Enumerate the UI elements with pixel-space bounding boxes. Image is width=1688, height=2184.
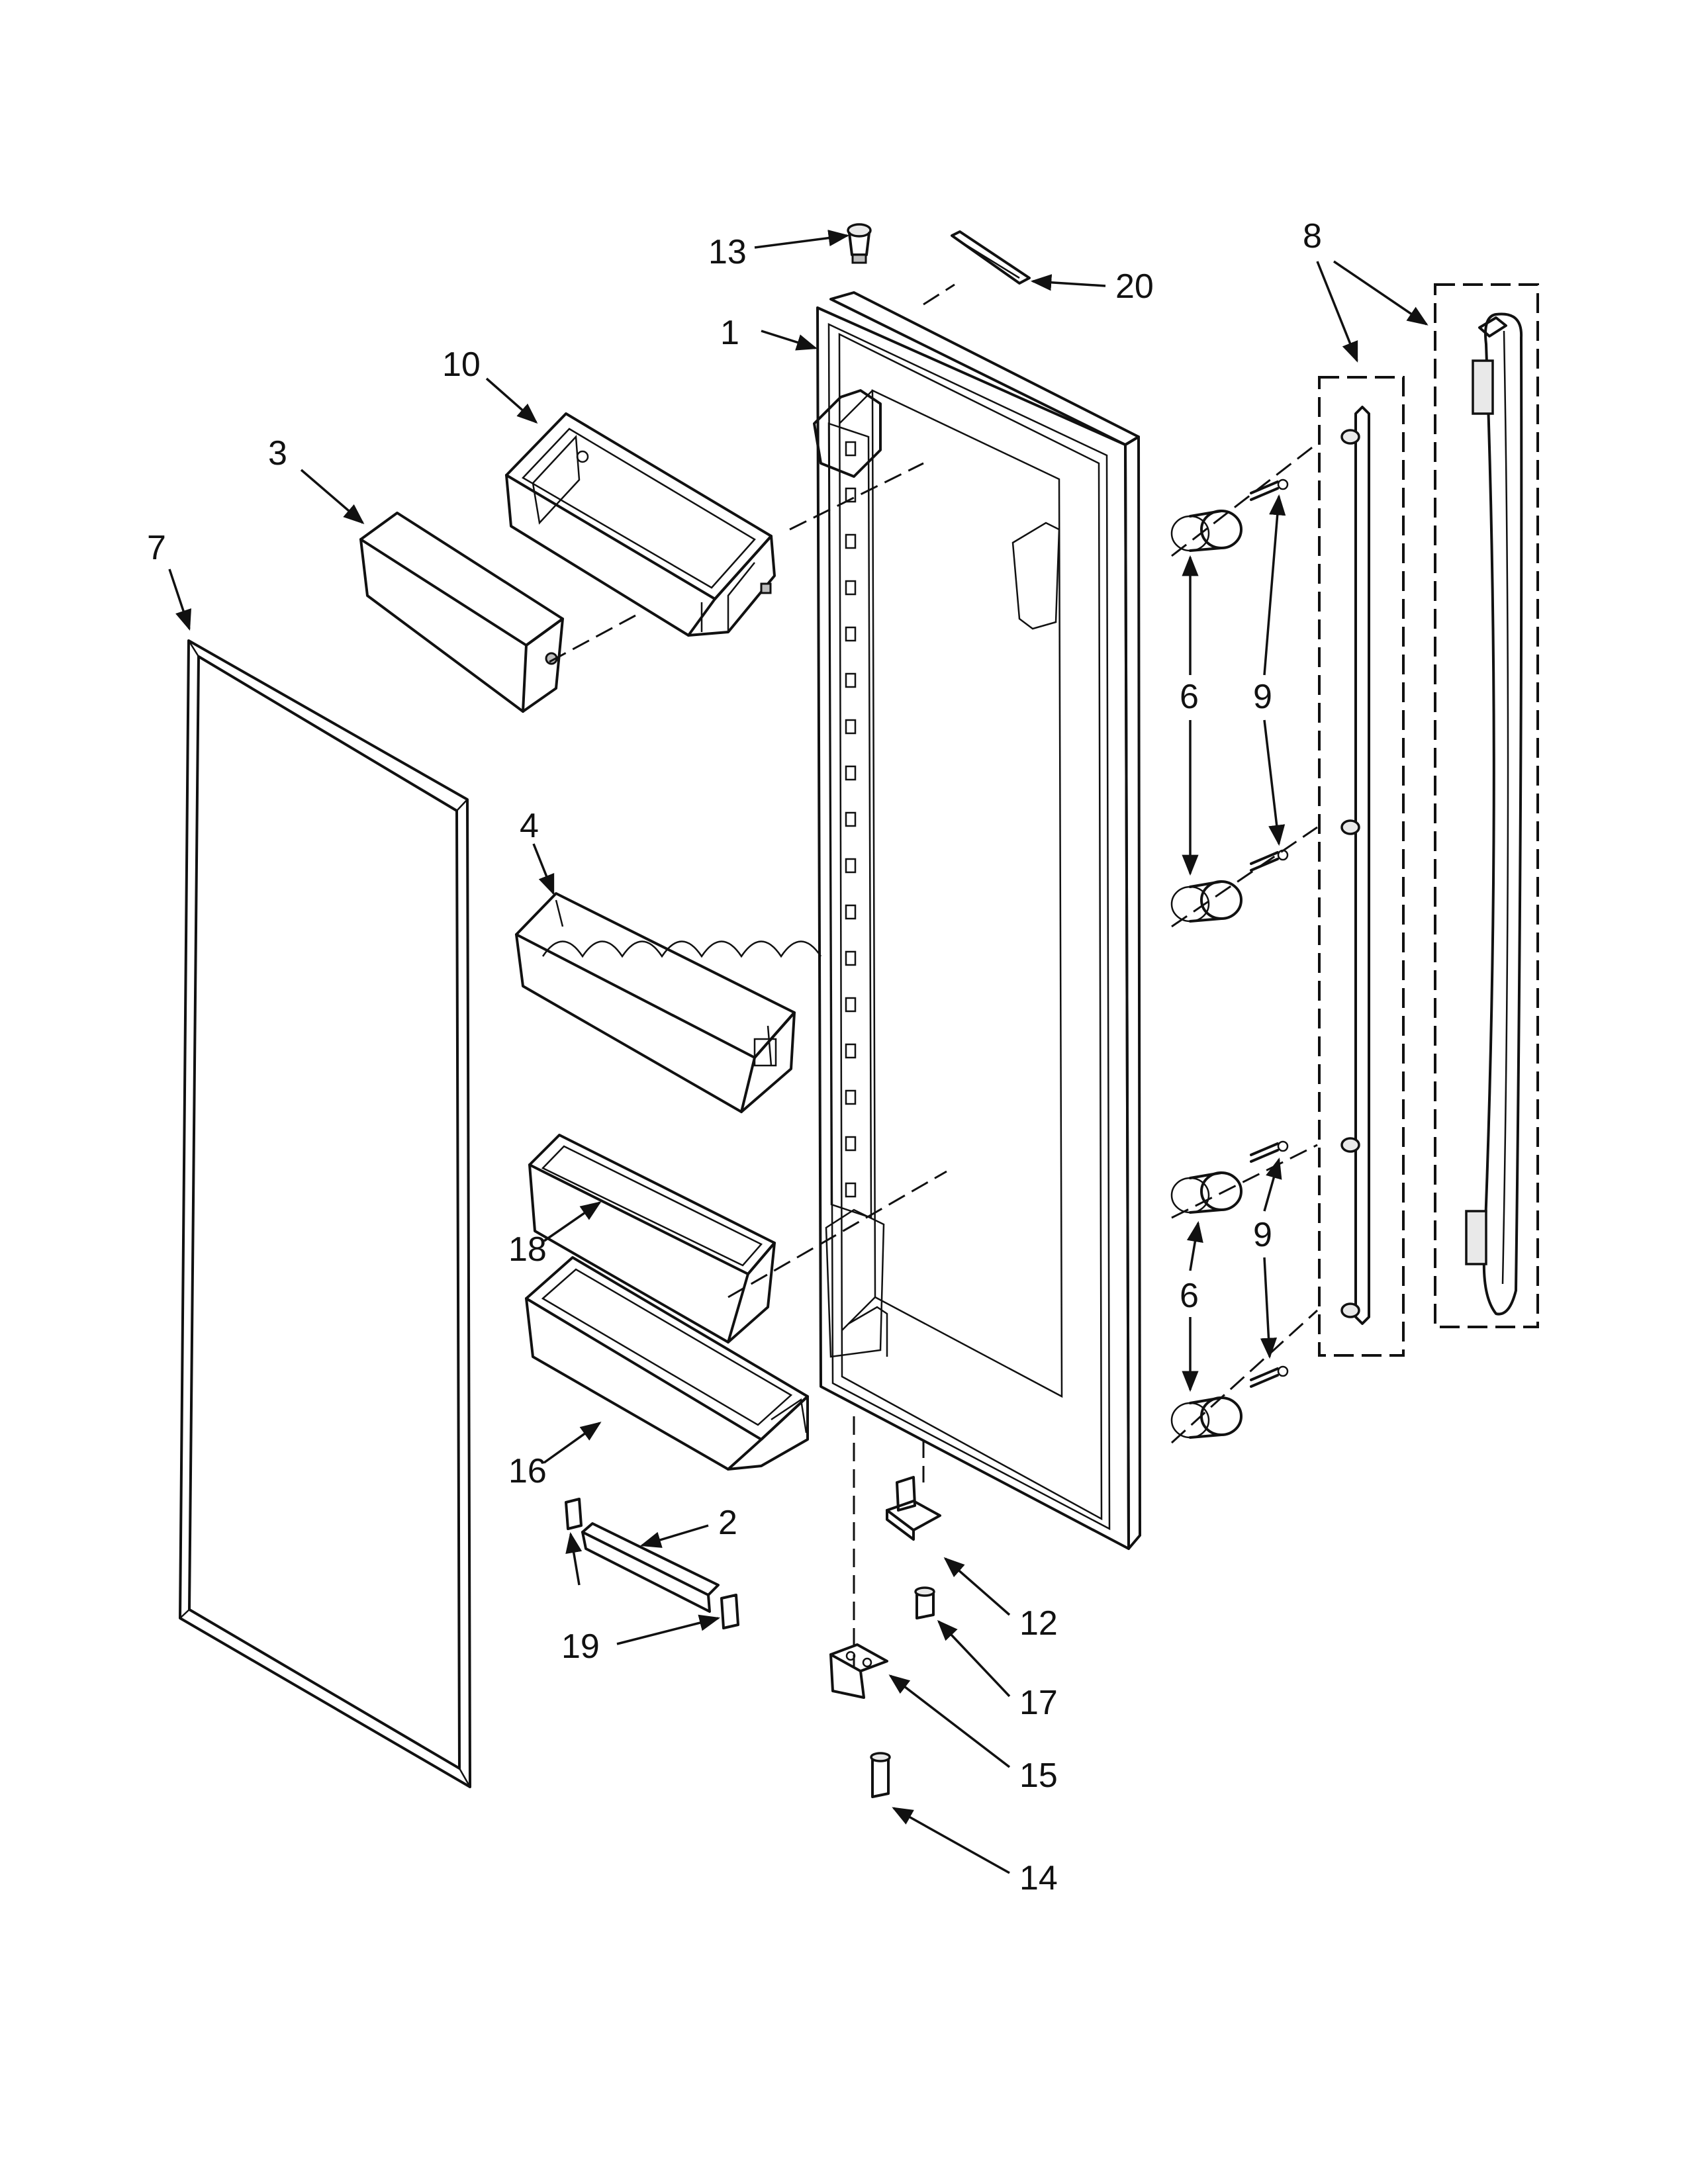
door-assembly-part-1: [813, 291, 1141, 1550]
screw-part-14: [870, 1752, 891, 1798]
set-screw-part-9-d: [1250, 1365, 1289, 1388]
callout-2: 2: [718, 1504, 737, 1542]
callout-10: 10: [442, 345, 481, 384]
hinge-bracket-part-15: [829, 1643, 888, 1699]
leader-arrows: [168, 230, 1429, 1874]
label-part-20: [951, 230, 1031, 285]
callout-13: 13: [708, 233, 747, 271]
door-bin-part-18: [528, 1134, 776, 1343]
alignment-lines: [549, 283, 1319, 1668]
callout-labels: 13 20 1 10 3 7 8 4 6 9 18 9 6 16 2 19 12…: [147, 217, 1322, 1897]
callout-3: 3: [268, 434, 287, 473]
set-screw-part-9-c: [1250, 1140, 1289, 1163]
callout-14: 14: [1019, 1859, 1058, 1897]
dairy-bin-part-10: [505, 412, 776, 637]
door-gasket-part-7: [179, 639, 471, 1788]
bushing-part-6-b: [1170, 880, 1243, 923]
callout-19: 19: [561, 1627, 600, 1666]
callout-9-lower: 9: [1253, 1216, 1272, 1254]
bushing-part-6-c: [1170, 1171, 1243, 1214]
screw-part-17: [914, 1586, 935, 1619]
callout-17: 17: [1019, 1684, 1058, 1722]
shelf-slots: [845, 441, 857, 1198]
callout-18: 18: [508, 1230, 547, 1269]
dairy-door-part-3: [359, 512, 564, 713]
plug-part-13: [847, 223, 872, 264]
callout-20: 20: [1115, 267, 1154, 306]
bushing-part-6-d: [1170, 1396, 1243, 1439]
door-bin-part-16: [525, 1256, 809, 1471]
callout-6-upper: 6: [1180, 678, 1199, 716]
callout-7: 7: [147, 529, 166, 567]
callout-15: 15: [1019, 1756, 1058, 1795]
callout-12: 12: [1019, 1604, 1058, 1643]
callout-16: 16: [508, 1452, 547, 1490]
handle-part-8-curved: [1434, 283, 1539, 1328]
callout-6-lower: 6: [1180, 1277, 1199, 1315]
handle-part-8-straight: [1318, 376, 1405, 1357]
trim-part-2: [581, 1522, 720, 1613]
hinge-pin-part-12: [886, 1476, 941, 1541]
clip-part-19-bottom: [720, 1594, 739, 1629]
callout-8: 8: [1303, 217, 1322, 255]
can-rack-part-4: [515, 892, 822, 1113]
callout-9-upper: 9: [1253, 678, 1272, 716]
callout-4: 4: [520, 807, 539, 845]
clip-part-19-top: [565, 1498, 583, 1530]
callout-1: 1: [720, 314, 739, 352]
bushing-part-6-a: [1170, 510, 1243, 552]
